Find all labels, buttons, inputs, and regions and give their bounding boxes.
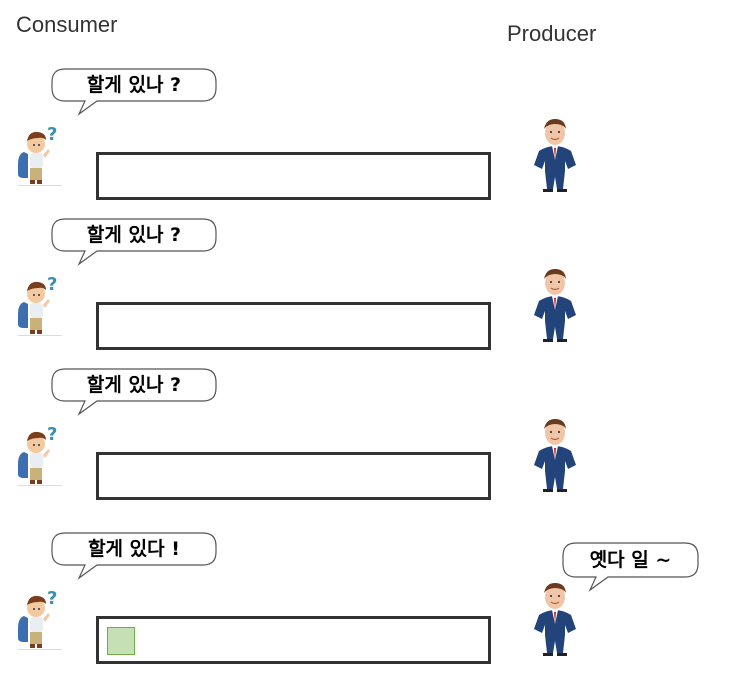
consumer-speech-text: 할게 있나 ?: [86, 224, 182, 246]
consumer-speech-bubble: 할게 있나 ?: [51, 218, 217, 266]
consumer-figure-icon: ?: [14, 586, 66, 654]
consumer-speech-bubble: 할게 있나 ?: [51, 368, 217, 416]
producer-figure-icon: [530, 417, 580, 497]
producer-header: Producer: [507, 21, 597, 46]
svg-text:?: ?: [47, 424, 57, 445]
consumer-speech-bubble: 할게 있나 ?: [51, 68, 217, 116]
row-4: 할게 있다 ! ? 옛다 일 ~: [0, 532, 738, 672]
svg-text:?: ?: [47, 588, 57, 609]
queue-box: [96, 152, 491, 200]
queue-item: [107, 627, 135, 655]
consumer-figure-icon: ?: [14, 272, 66, 340]
svg-text:?: ?: [47, 274, 57, 295]
consumer-speech-text: 할게 있다 !: [88, 538, 180, 560]
row-2: 할게 있나 ? ?: [0, 218, 738, 358]
consumer-speech-text: 할게 있나 ?: [86, 74, 182, 96]
svg-text:?: ?: [47, 124, 57, 145]
consumer-speech-bubble: 할게 있다 !: [51, 532, 217, 580]
producer-speech-text: 옛다 일 ~: [589, 549, 672, 571]
row-3: 할게 있나 ? ?: [0, 368, 738, 508]
producer-figure-icon: [530, 581, 580, 661]
consumer-figure-icon: ?: [14, 122, 66, 190]
consumer-figure-icon: ?: [14, 422, 66, 490]
queue-box: [96, 302, 491, 350]
queue-box: [96, 452, 491, 500]
row-1: 할게 있나 ? ?: [0, 68, 738, 208]
queue-box: [96, 616, 491, 664]
producer-speech-bubble: 옛다 일 ~: [562, 542, 699, 592]
producer-figure-icon: [530, 117, 580, 197]
consumer-speech-text: 할게 있나 ?: [86, 374, 182, 396]
producer-figure-icon: [530, 267, 580, 347]
consumer-header: Consumer: [16, 12, 118, 37]
